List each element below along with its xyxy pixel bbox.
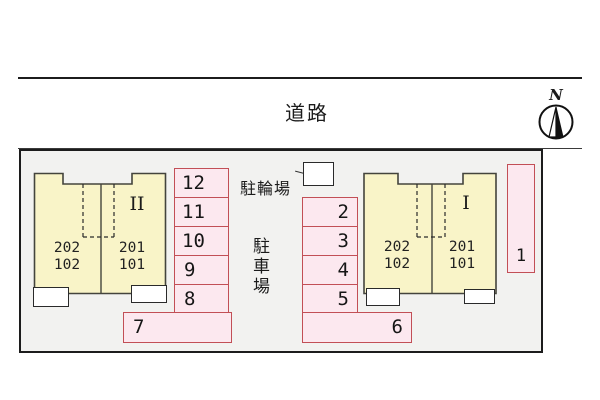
road-label: 道路 [285,103,329,125]
bicycle-parking-label: 駐輪場 [240,181,292,198]
parking-space-4: 4 [337,259,349,281]
parking-column-middle: 2 3 4 5 [302,197,358,313]
road-top-line [18,77,582,79]
parking-space-3: 3 [337,230,349,252]
building-2-unit-right: 201 101 [118,240,146,273]
parking-area-label: 駐車場 [253,237,270,296]
building-1-outline [363,172,497,295]
bicycle-parking-box [303,162,334,186]
entrance-box [366,288,400,306]
entrance-box [131,285,167,303]
building-2-label: II [129,193,145,215]
parking-space-12: 12 [182,172,205,194]
entrance-box [33,287,69,307]
parking-space-10: 10 [182,230,205,252]
parking-column-left: 12 11 10 9 8 [174,168,229,313]
parking-space-8: 8 [184,288,196,310]
parking-space-1: 1 [507,164,535,273]
parking-space-5: 5 [337,288,349,310]
parking-space-7: 7 [123,312,232,343]
entrance-box [464,289,495,304]
compass: N [533,86,579,144]
building-1-unit-left: 202 102 [383,239,411,272]
road-bottom-line [18,148,582,149]
building-2-unit-left: 202 102 [53,240,81,273]
building-2-outline [33,172,167,295]
parking-space-2: 2 [337,201,349,223]
building-1-label: I [462,192,470,214]
parking-space-11: 11 [182,201,205,223]
north-label: N [549,86,563,104]
stairwell-dashed-outline [82,184,115,238]
parking-space-9: 9 [184,259,196,281]
stairwell-dashed-outline [416,184,446,238]
building-1-unit-right: 201 101 [448,239,476,272]
compass-icon [538,104,574,140]
parking-space-6: 6 [302,312,412,343]
